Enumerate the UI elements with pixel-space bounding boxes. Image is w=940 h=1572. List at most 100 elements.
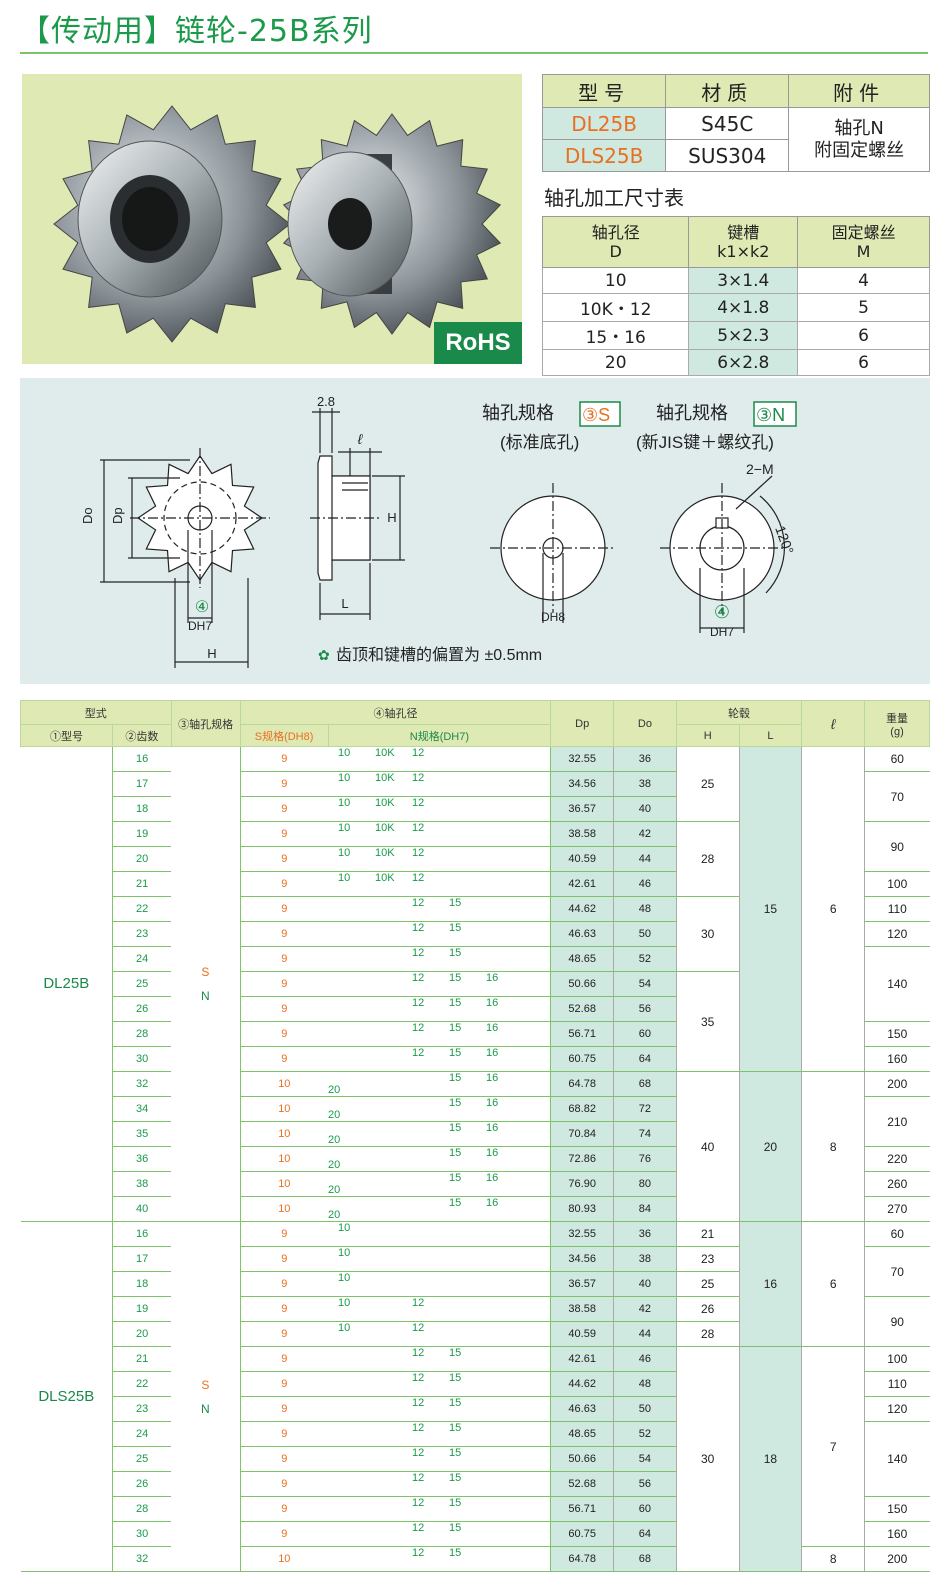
- dp-cell: 38.58: [550, 821, 614, 847]
- header-bore-spec: ③轴孔规格: [170, 700, 241, 747]
- n-code: ③N: [756, 405, 785, 425]
- n-bore-value: 15: [449, 1447, 462, 1459]
- s-bore-cell: 9: [239, 971, 328, 997]
- n-bore-value: 10: [338, 822, 351, 834]
- dp-cell: 64.78: [550, 1546, 614, 1572]
- sprocket-spec-table: 型式 ③轴孔规格 ④轴孔径 Dp Do 轮毂 ℓ 重量(g) ①型号 ②齿数 S…: [19, 700, 930, 1572]
- dp-cell: 34.56: [550, 1246, 614, 1272]
- header-do: Do: [613, 700, 677, 747]
- teeth-cell: 16: [112, 746, 172, 772]
- teeth-cell: 17: [112, 771, 172, 797]
- n-bore-value: 12: [412, 1322, 425, 1334]
- do-cell: 36: [613, 746, 677, 772]
- s-bore-cell: 9: [239, 1221, 328, 1247]
- header-material: 材质: [665, 74, 790, 108]
- n-bore-value: 15: [449, 1197, 462, 1209]
- s-bore-cell: 9: [239, 796, 328, 822]
- teeth-cell: 32: [112, 1546, 172, 1572]
- n-bore-value: 10: [338, 1297, 351, 1309]
- weight-unit: (g): [890, 725, 904, 738]
- s-bore-cell: 10: [239, 1546, 328, 1572]
- s-bore-cell: 9: [239, 746, 328, 772]
- n-bore-value: 20: [328, 1159, 341, 1171]
- n-bore-value: 10: [338, 772, 351, 784]
- n-120: 120°: [772, 524, 797, 557]
- weight-cell: 100: [864, 871, 930, 897]
- teeth-cell: 22: [112, 896, 172, 922]
- label-l: L: [341, 596, 348, 611]
- front-view: [100, 448, 270, 668]
- teeth-cell: 28: [112, 1021, 172, 1047]
- hub-h-cell: 23: [675, 1246, 740, 1272]
- teeth-cell: 21: [112, 1346, 172, 1372]
- n-bore-value: 12: [412, 1422, 425, 1434]
- s-title: 轴孔规格: [482, 403, 554, 423]
- dp-cell: 80.93: [550, 1196, 614, 1222]
- n-bore-cell: 10: [328, 1246, 552, 1272]
- s-bore-cell: 9: [239, 771, 328, 797]
- s-bore-cell: 9: [239, 896, 328, 922]
- weight-cell: 160: [864, 1521, 930, 1547]
- n-bore-value: 10: [338, 1322, 351, 1334]
- hub-h-cell: 21: [675, 1221, 740, 1247]
- dp-cell: 42.61: [550, 871, 614, 897]
- do-cell: 48: [613, 1371, 677, 1397]
- teeth-cell: 30: [112, 1521, 172, 1547]
- do-cell: 52: [613, 946, 677, 972]
- dp-cell: 44.62: [550, 896, 614, 922]
- s-code: ③S: [582, 405, 610, 425]
- do-cell: 44: [613, 846, 677, 872]
- do-cell: 42: [613, 1296, 677, 1322]
- n-bore-value: 16: [486, 1122, 499, 1134]
- hub-h-cell: 28: [675, 1321, 740, 1347]
- n-bore-value: 16: [486, 1097, 499, 1109]
- sprocket-photo-illustration: [53, 105, 502, 343]
- do-cell: 56: [613, 996, 677, 1022]
- n-bore-value: 12: [412, 822, 425, 834]
- header-weight: 重量(g): [864, 700, 930, 747]
- weight-cell: 70: [864, 1246, 930, 1297]
- spec-model: DLS25B: [541, 139, 667, 172]
- dp-cell: 56.71: [550, 1021, 614, 1047]
- teeth-cell: 24: [112, 946, 172, 972]
- teeth-cell: 23: [112, 921, 172, 947]
- do-cell: 38: [613, 1246, 677, 1272]
- n-bore-value: 15: [449, 1497, 462, 1509]
- do-cell: 68: [613, 1546, 677, 1572]
- spec-accessory: 轴孔N 附固定螺丝: [788, 107, 930, 172]
- header-line: 键槽: [727, 223, 760, 242]
- hub-l-cell: 18: [738, 1346, 802, 1572]
- weight-cell: 210: [864, 1096, 930, 1147]
- bore-cell: 6×2.8: [688, 349, 799, 376]
- n-bore-cell: 10: [328, 1271, 552, 1297]
- bore-cell: 6: [797, 321, 930, 350]
- do-cell: 50: [613, 1396, 677, 1422]
- weight-cell: 90: [864, 1296, 930, 1347]
- do-cell: 74: [613, 1121, 677, 1147]
- hub-h-cell: 30: [675, 1346, 740, 1572]
- s-bore-cell: 9: [239, 1321, 328, 1347]
- s-bore-cell: 10: [239, 1196, 328, 1222]
- teeth-cell: 40: [112, 1196, 172, 1222]
- n-bore-value: 12: [412, 1472, 425, 1484]
